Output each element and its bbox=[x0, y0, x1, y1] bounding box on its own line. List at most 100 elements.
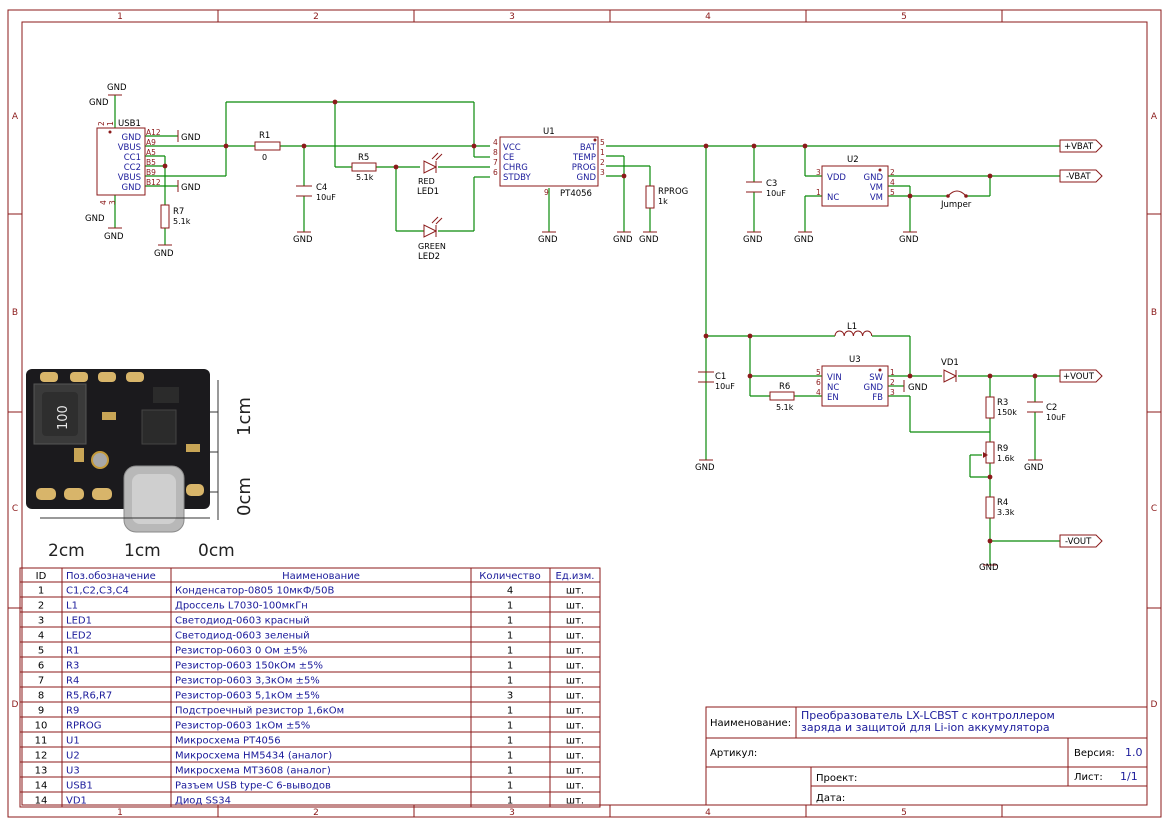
rprog-value: 1k bbox=[658, 197, 668, 206]
u3-pin-num: 2 bbox=[890, 378, 895, 387]
bom-cell-unit: шт. bbox=[566, 676, 584, 687]
bottom-scale-0cm: 0cm bbox=[198, 541, 235, 561]
junctions bbox=[162, 99, 1038, 544]
sheet-label: Лист: bbox=[1074, 772, 1103, 783]
c2-ref: C2 bbox=[1046, 403, 1057, 413]
usb1-side-pin: 4 bbox=[99, 200, 108, 205]
column-label-4-bottom: 4 bbox=[705, 808, 711, 818]
c1-value: 10uF bbox=[715, 382, 735, 391]
row-label-d-right: D bbox=[1151, 700, 1158, 710]
u3-boost-ic: U3 VIN NC EN SW GND FB 5 6 4 1 2 3 bbox=[816, 355, 895, 407]
bom-cell-name: Микросхема MT3608 (аналог) bbox=[175, 766, 331, 777]
vd1-ref: VD1 bbox=[941, 358, 959, 368]
led2-color: GREEN bbox=[418, 242, 446, 251]
row-label-b: B bbox=[12, 308, 18, 318]
u1-pin-num: 9 bbox=[544, 188, 549, 197]
bom-cell-designator: RPROG bbox=[66, 721, 102, 732]
u3-pin-num: 4 bbox=[816, 388, 821, 397]
title-block: Наименование: Преобразователь LX-LCBST с… bbox=[705, 706, 1148, 806]
u1-pin-num: 3 bbox=[600, 168, 605, 177]
usb1-pin-num: A12 bbox=[146, 128, 161, 137]
gnd-label: GND bbox=[181, 183, 201, 193]
u2-protection-ic: U2 VDD NC GND VM VM 3 1 2 4 5 bbox=[816, 155, 895, 207]
gnd-label: GND bbox=[639, 235, 659, 245]
c4-ref: C4 bbox=[316, 183, 327, 193]
c2-value: 10uF bbox=[1046, 413, 1066, 422]
u1-pin-label: PROG bbox=[572, 163, 596, 173]
title-name-line2: заряда и защитой для Li-ion аккумулятора bbox=[801, 721, 1050, 734]
gnd-label: GND bbox=[743, 235, 763, 245]
bom-cell-name: Резистор-0603 0 Ом ±5% bbox=[175, 646, 307, 657]
u3-pin-num: 3 bbox=[890, 388, 895, 397]
bom-cell-qty: 4 bbox=[507, 586, 513, 597]
usb1-pin-label: GND bbox=[122, 133, 142, 143]
bom-cell-designator: LED2 bbox=[66, 631, 92, 642]
bom-cell-designator: VD1 bbox=[66, 796, 87, 807]
bom-cell-unit: шт. bbox=[566, 706, 584, 717]
usb1-pin-num: B9 bbox=[146, 168, 156, 177]
u3-ref: U3 bbox=[849, 355, 861, 365]
bom-cell-unit: шт. bbox=[566, 631, 584, 642]
bom-cell-qty: 1 bbox=[507, 616, 513, 627]
port-vbat-neg: -VBAT bbox=[1059, 169, 1103, 183]
usb1-pin-num: A5 bbox=[146, 148, 156, 157]
gnd-label: GND bbox=[107, 83, 127, 93]
u2-pin-label: VM bbox=[870, 183, 883, 193]
r4-value: 3.3k bbox=[997, 508, 1015, 517]
u1-pin-label: BAT bbox=[580, 143, 597, 153]
u2-pin-num: 1 bbox=[816, 188, 821, 197]
bom-cell-id: 7 bbox=[38, 676, 44, 687]
r9-value: 1.6k bbox=[997, 454, 1015, 463]
bom-cell-id: 14 bbox=[35, 796, 48, 807]
wires bbox=[114, 95, 1060, 565]
u2-pin-num: 3 bbox=[816, 168, 821, 177]
bom-cell-designator: U2 bbox=[66, 751, 80, 762]
gnd-label: GND bbox=[293, 235, 313, 245]
diode-vd1: VD1 bbox=[941, 358, 959, 383]
usb1-ref: USB1 bbox=[118, 119, 141, 129]
date-label: Дата: bbox=[816, 793, 845, 804]
bom-cell-unit: шт. bbox=[566, 661, 584, 672]
gnd-label: GND bbox=[181, 133, 201, 143]
bom-cell-id: 1 bbox=[38, 586, 44, 597]
bom-cell-id: 12 bbox=[35, 751, 48, 762]
bom-cell-id: 3 bbox=[38, 616, 44, 627]
bom-cell-unit: шт. bbox=[566, 586, 584, 597]
gnd-label: GND bbox=[154, 249, 174, 259]
drawing-frame: 1 2 3 4 5 1 2 3 4 5 A B C D A B C D bbox=[7, 9, 1162, 818]
bom-cell-id: 13 bbox=[35, 766, 48, 777]
led1: RED LED1 bbox=[417, 152, 443, 197]
bom-cell-designator: C1,C2,C3,C4 bbox=[66, 586, 129, 597]
r3-value: 150k bbox=[997, 408, 1017, 417]
column-label-2-bottom: 2 bbox=[313, 808, 319, 818]
usb1-pin-num: B12 bbox=[146, 178, 161, 187]
usb1-pin-num: A9 bbox=[146, 138, 156, 147]
gnd-label: GND bbox=[695, 463, 715, 473]
usb1-pin-label: VBUS bbox=[118, 173, 141, 183]
u1-pin-label: STDBY bbox=[503, 173, 531, 183]
bom-cell-name: Конденсатор-0805 10мкФ/50В bbox=[175, 586, 335, 597]
port-label: -VBAT bbox=[1066, 172, 1091, 182]
jumper-ref: Jumper bbox=[940, 200, 972, 210]
resistor-rprog: RPROG 1k bbox=[645, 185, 688, 209]
resistor-r5: R5 5.1k bbox=[351, 153, 377, 182]
gnd-label: GND bbox=[794, 235, 814, 245]
jumper: Jumper bbox=[940, 190, 972, 210]
usb1-side-pin: 1 bbox=[106, 121, 115, 126]
bom-cell-qty: 1 bbox=[507, 646, 513, 657]
usb1-side-pin: 3 bbox=[108, 200, 117, 205]
u1-pin-label: VCC bbox=[503, 143, 521, 153]
scale-label-1cm: 1cm bbox=[234, 397, 255, 436]
led2: GREEN LED2 bbox=[418, 216, 446, 262]
r9-ref: R9 bbox=[997, 444, 1008, 454]
column-label-5-bottom: 5 bbox=[901, 808, 907, 818]
bom-cell-qty: 3 bbox=[507, 691, 513, 702]
u3-pin-label: EN bbox=[827, 393, 839, 403]
board-photo: 100 1cm 0cm 2cm 1cm 0cm bbox=[24, 366, 255, 561]
bom-cell-id: 14 bbox=[35, 781, 48, 792]
u1-pin-label: CE bbox=[503, 153, 514, 163]
bom-cell-name: Резистор-0603 150кОм ±5% bbox=[175, 661, 323, 672]
version-label: Версия: bbox=[1074, 748, 1115, 759]
u1-ref: U1 bbox=[543, 127, 555, 137]
